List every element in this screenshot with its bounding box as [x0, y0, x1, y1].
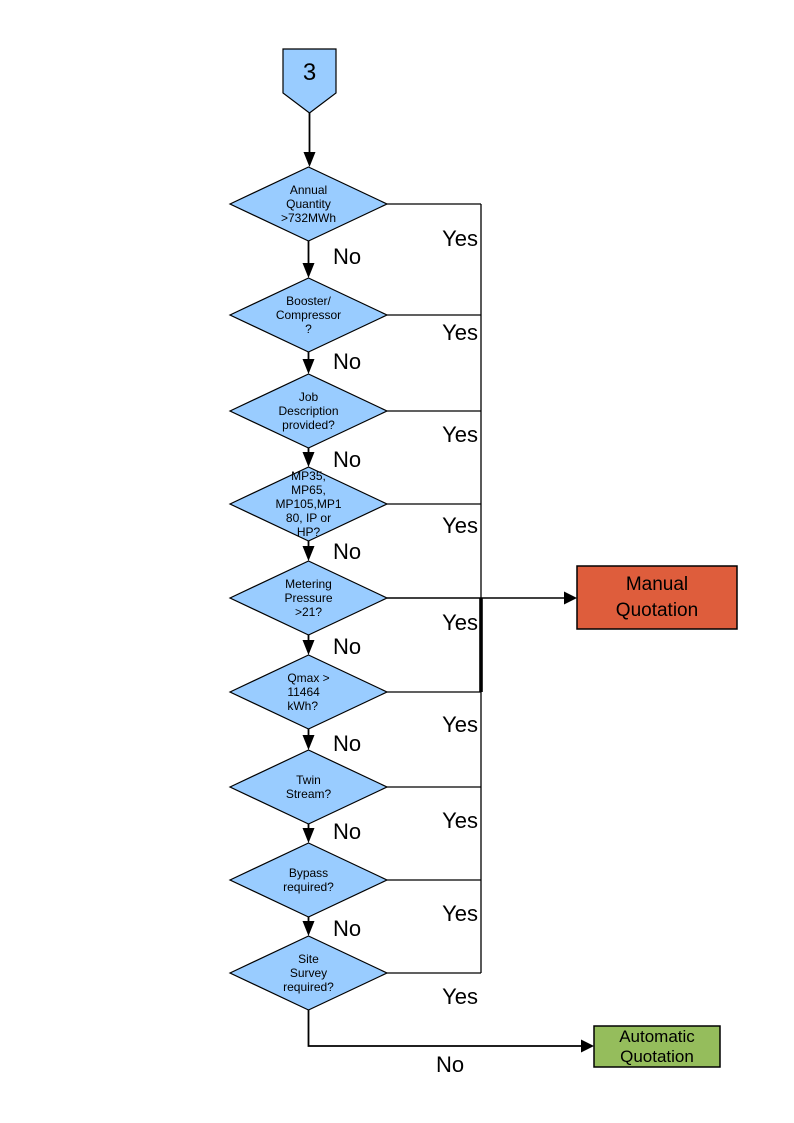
decision-label-annual-quantity: Annual Quantity >732MWh: [280, 183, 337, 225]
offpage-connector-shape: [282, 48, 337, 114]
decision-label-site-survey: Site Survey required?: [283, 952, 334, 994]
arrowhead-metering-pressure: [302, 546, 315, 561]
no-label-pressure-tier: No: [333, 539, 362, 564]
arrowhead-annual-quantity: [303, 152, 316, 167]
arrowhead-manual-quotation: [564, 591, 577, 605]
arrowhead-twin-stream: [302, 735, 315, 750]
decision-label-twin-stream: Twin Stream?: [285, 773, 332, 801]
arrowhead-job-description: [302, 359, 315, 374]
arrowhead-automatic-quotation: [581, 1039, 594, 1053]
decision-annual-quantity: [228, 166, 389, 242]
decision-job-description: [228, 373, 389, 449]
decision-label-qmax: Qmax > 11464 kWh?: [287, 671, 330, 713]
decision-label-booster-compressor: Booster/ Compressor ?: [275, 294, 342, 336]
no-label-booster-compressor: No: [333, 349, 362, 374]
decision-qmax: [228, 654, 389, 730]
decision-booster-compressor: [228, 277, 389, 353]
yes-label-site-survey: Yes: [442, 984, 478, 1009]
automatic-quotation-label: Automatic Quotation: [619, 1026, 695, 1066]
decision-label-bypass: Bypass required?: [283, 866, 334, 894]
no-label-metering-pressure: No: [333, 634, 362, 659]
arrowhead-qmax: [302, 640, 315, 655]
decision-label-metering-pressure: Metering Pressure >21?: [284, 577, 333, 619]
edge-no-site-survey-to-automatic: [307, 1010, 582, 1047]
yes-label-bypass: Yes: [442, 901, 478, 926]
yes-label-booster-compressor: Yes: [442, 320, 478, 345]
offpage-connector-label: 3: [283, 47, 336, 99]
decision-label-pressure-tier: MP35, MP65, MP105,MP1 80, IP or HP?: [275, 469, 342, 539]
no-label-annual-quantity: No: [333, 244, 362, 269]
arrowhead-booster-compressor: [302, 263, 315, 278]
no-label-twin-stream: No: [333, 819, 362, 844]
yes-label-metering-pressure: Yes: [442, 610, 478, 635]
decision-twin-stream: [228, 749, 389, 825]
decision-label-job-description: Job Description provided?: [278, 390, 339, 432]
arrowhead-pressure-tier: [302, 452, 315, 467]
decision-metering-pressure: [228, 560, 389, 636]
no-label-site-survey: No: [436, 1052, 465, 1077]
no-label-bypass: No: [333, 916, 362, 941]
decision-pressure-tier: [228, 466, 389, 542]
yes-label-job-description: Yes: [442, 422, 478, 447]
arrowhead-site-survey: [302, 921, 315, 936]
manual-quotation-label: Manual Quotation: [615, 573, 699, 621]
arrowhead-bypass: [302, 828, 315, 843]
manual-quotation-box: [576, 565, 738, 630]
decision-site-survey: [228, 935, 389, 1011]
yes-label-pressure-tier: Yes: [442, 513, 478, 538]
yes-label-qmax: Yes: [442, 712, 478, 737]
no-label-job-description: No: [333, 447, 362, 472]
offpage-connector-number: 3: [302, 59, 317, 86]
no-label-qmax: No: [333, 731, 362, 756]
yes-label-twin-stream: Yes: [442, 808, 478, 833]
decision-bypass: [228, 842, 389, 918]
yes-label-annual-quantity: Yes: [442, 226, 478, 251]
automatic-quotation-box: [593, 1025, 721, 1068]
